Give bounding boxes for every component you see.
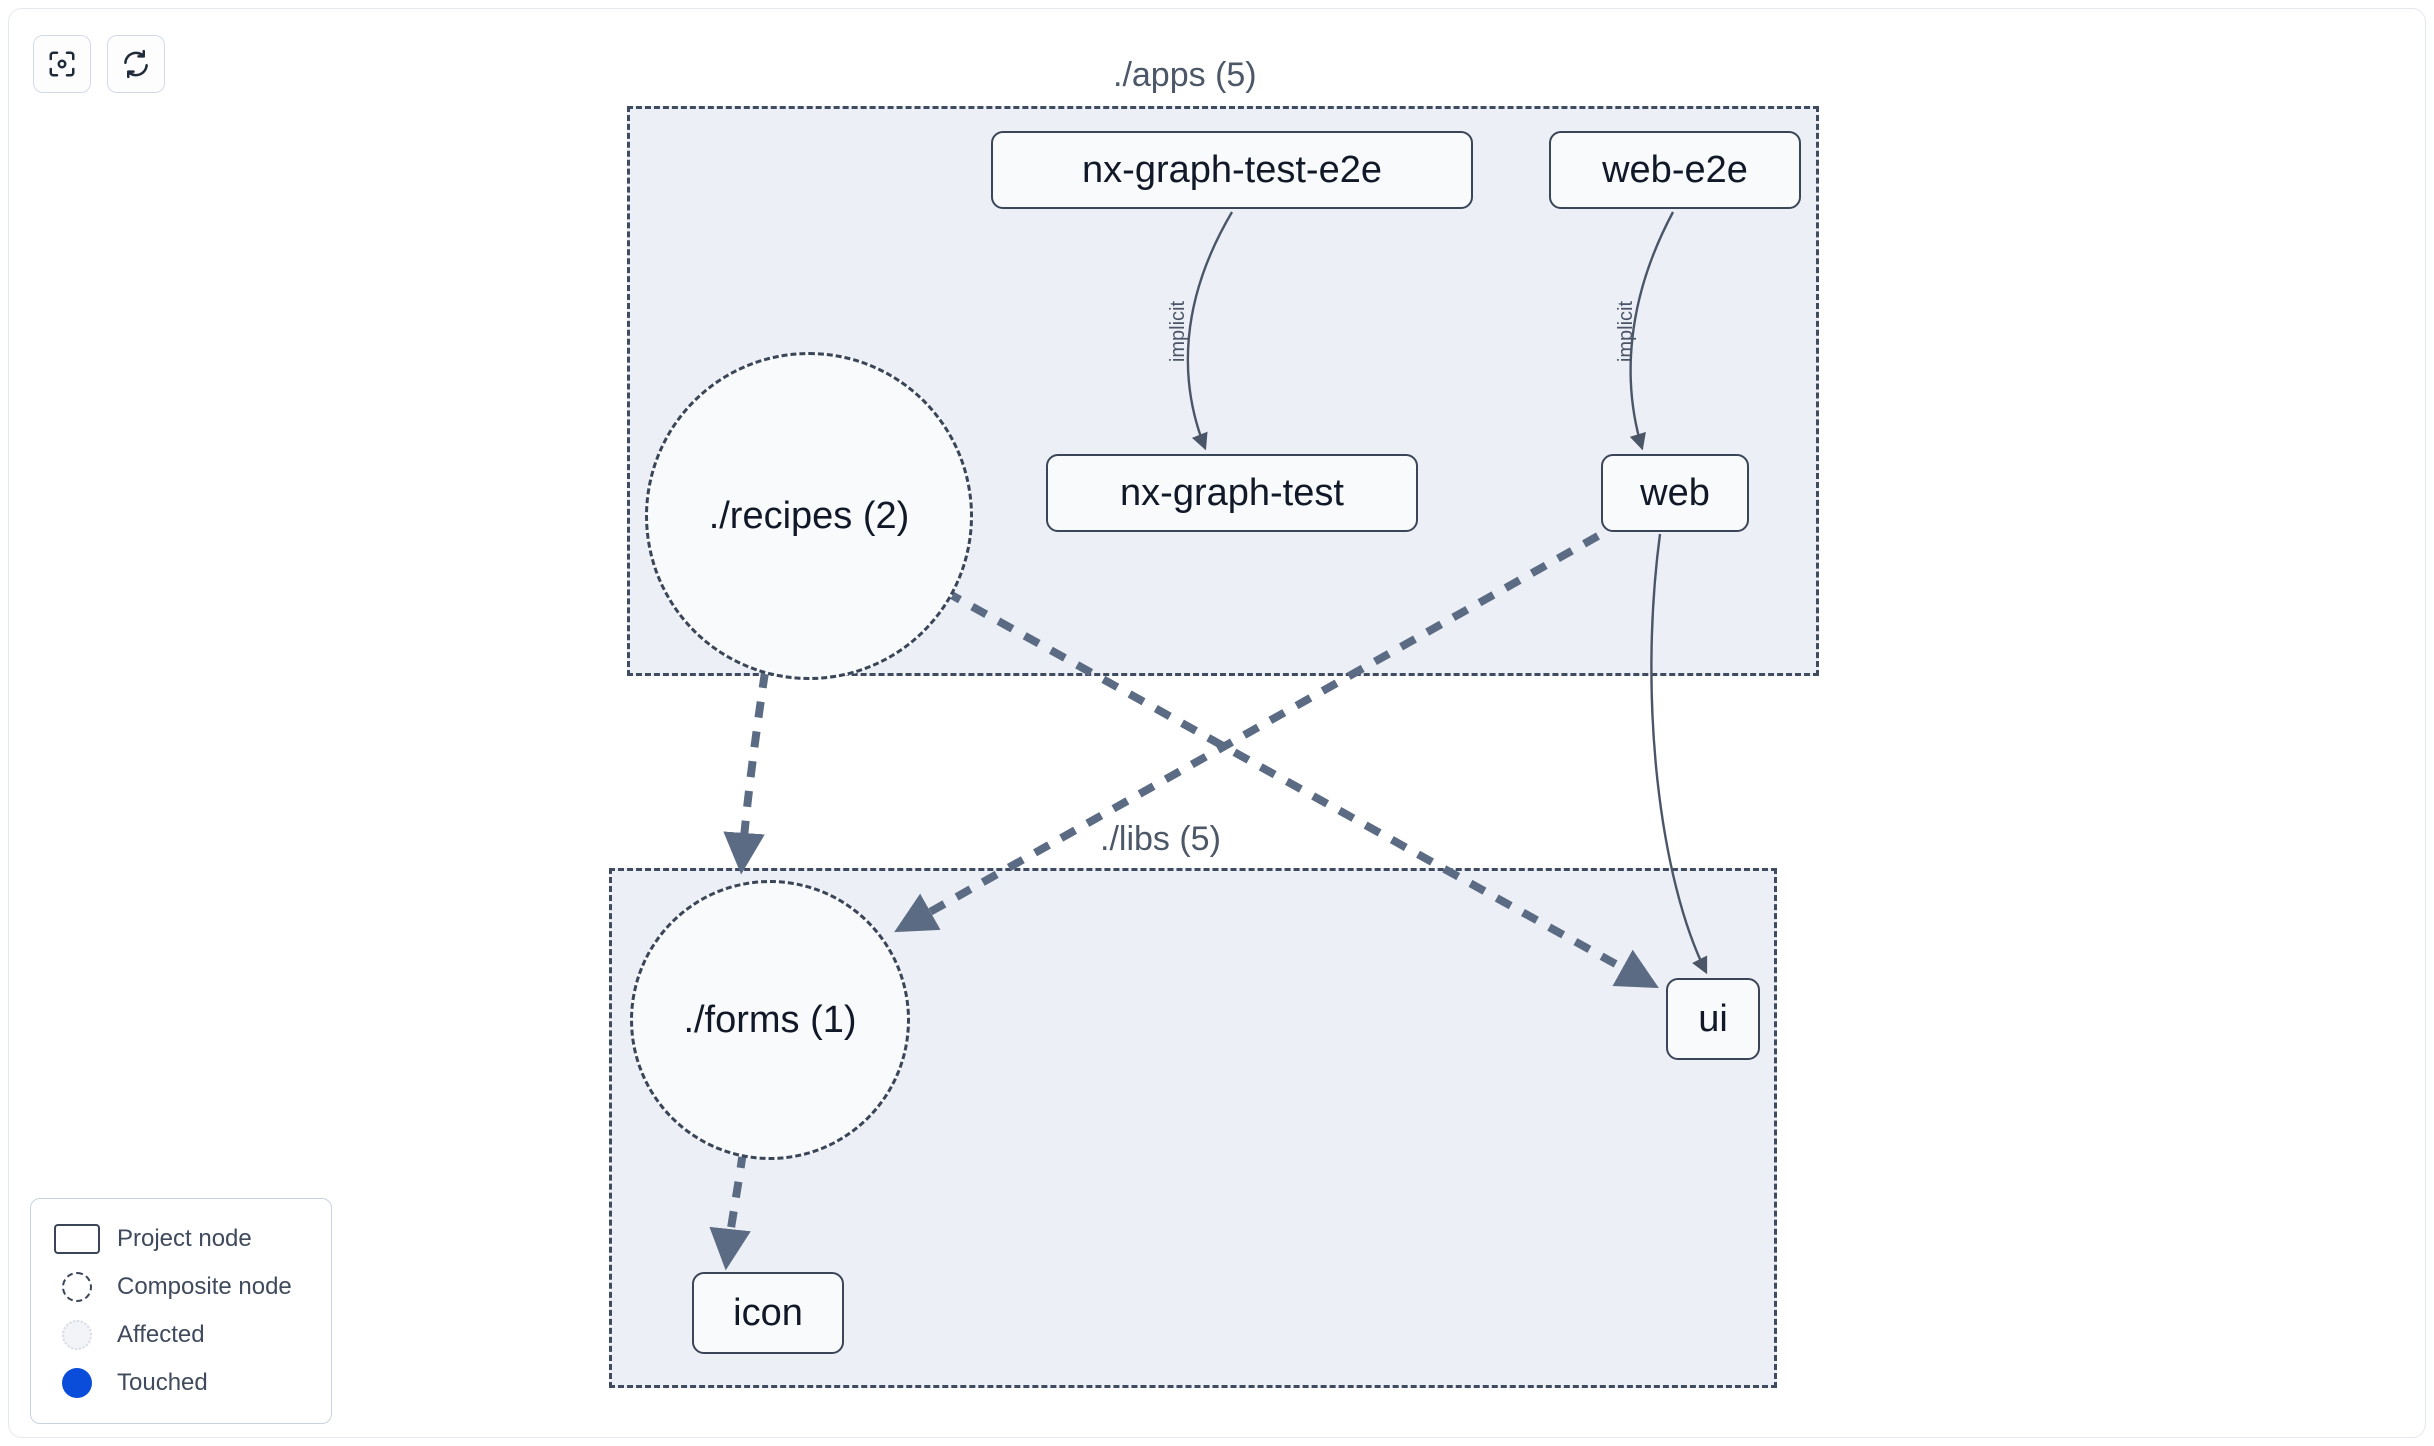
refresh-icon (121, 49, 151, 79)
project-node-swatch (49, 1224, 105, 1254)
node-icon[interactable]: icon (692, 1272, 844, 1354)
node-web[interactable]: web (1601, 454, 1749, 532)
node-label: nx-graph-test-e2e (1082, 148, 1382, 191)
legend-item-label: Affected (117, 1321, 205, 1348)
node-nx-graph-test[interactable]: nx-graph-test (1046, 454, 1418, 532)
node-label: web-e2e (1602, 148, 1748, 191)
legend-item-composite-node: Composite node (49, 1263, 313, 1311)
node-ui[interactable]: ui (1666, 978, 1760, 1060)
node-label: web (1640, 471, 1710, 514)
graph-legend: Project node Composite node Affected Tou… (30, 1198, 332, 1424)
refresh-graph-button[interactable] (107, 35, 165, 93)
legend-item-label: Project node (117, 1225, 252, 1252)
group-label-apps[interactable]: ./apps (5) (1113, 56, 1257, 94)
group-label-libs[interactable]: ./libs (5) (1100, 820, 1221, 858)
graph-toolbar (33, 35, 165, 93)
legend-item-label: Composite node (117, 1273, 292, 1300)
node-label: nx-graph-test (1120, 471, 1344, 514)
node-label: ui (1698, 997, 1728, 1040)
node-label: ./forms (1) (683, 998, 857, 1041)
legend-item-project-node: Project node (49, 1215, 313, 1263)
node-forms-composite[interactable]: ./forms (1) (630, 880, 910, 1160)
focus-target-icon (47, 49, 77, 79)
node-label: ./recipes (2) (708, 494, 910, 537)
node-recipes-composite[interactable]: ./recipes (2) (645, 352, 973, 680)
legend-item-affected: Affected (49, 1311, 313, 1359)
node-label: icon (733, 1291, 803, 1334)
touched-swatch (49, 1368, 105, 1398)
node-web-e2e[interactable]: web-e2e (1549, 131, 1801, 209)
affected-swatch (49, 1320, 105, 1350)
legend-item-touched: Touched (49, 1359, 313, 1407)
composite-node-swatch (49, 1272, 105, 1302)
node-nx-graph-test-e2e[interactable]: nx-graph-test-e2e (991, 131, 1473, 209)
focus-graph-button[interactable] (33, 35, 91, 93)
legend-item-label: Touched (117, 1369, 208, 1396)
